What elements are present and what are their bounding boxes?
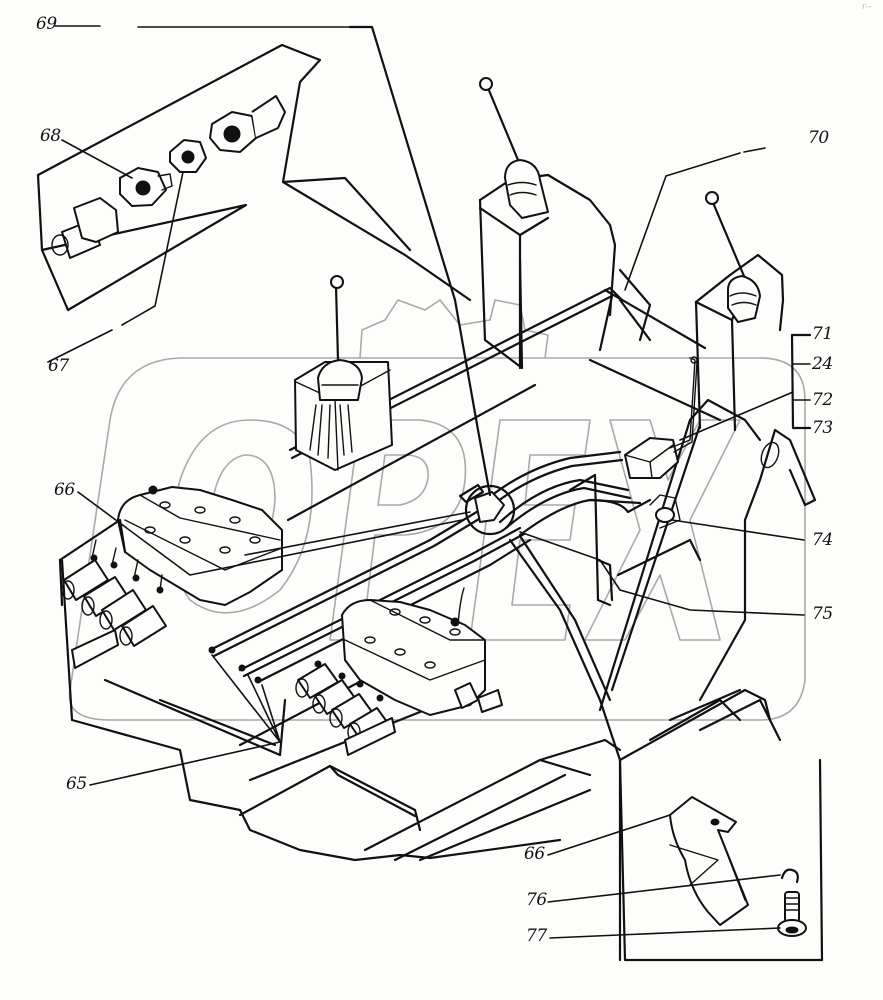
fitting-right-icon [209, 95, 286, 153]
nut-68-icon [119, 167, 173, 207]
callout-65[interactable]: 65 [66, 774, 87, 794]
watermark-letter-e [469, 419, 591, 641]
callout-77[interactable]: 77 [526, 926, 547, 946]
bolt-77-icon [777, 891, 807, 937]
leader-67 [47, 171, 184, 363]
corner-mark: r-- [862, 2, 872, 12]
leader-76 [547, 874, 781, 903]
leader-69-drop [476, 428, 492, 497]
callout-73[interactable]: 73 [812, 418, 833, 438]
callout-66-bracket[interactable]: 66 [524, 844, 545, 864]
watermark-letter-x [584, 419, 741, 641]
valve-block-lower [295, 587, 503, 756]
bracket-66-icon [669, 796, 749, 926]
cable-bundle [208, 450, 652, 684]
watermark-frame [68, 357, 806, 721]
leader-77 [549, 927, 781, 939]
leader-68 [61, 139, 133, 179]
callout-75[interactable]: 75 [812, 604, 833, 624]
inset-frame [36, 43, 472, 312]
nut-icon [655, 507, 675, 523]
joystick-left [294, 275, 393, 471]
leader-75 [519, 531, 805, 616]
valve-spools [61, 559, 167, 647]
fitting-inset [36, 43, 472, 312]
callout-68[interactable]: 68 [40, 126, 61, 146]
callout-76[interactable]: 76 [526, 890, 547, 910]
callout-71[interactable]: 71 [812, 324, 833, 344]
leader-65 [89, 654, 282, 786]
fitting-left-icon [51, 197, 119, 259]
watermark-letter-p [329, 419, 467, 641]
joystick-knob-icon [705, 191, 719, 205]
bracket-inset [618, 758, 824, 962]
joystick-right [694, 191, 785, 432]
joystick-knob-icon [330, 275, 344, 289]
watermark [68, 299, 806, 721]
leader-66a [77, 491, 463, 576]
valve-spools [295, 663, 391, 743]
callout-66-valve[interactable]: 66 [54, 480, 75, 500]
callout-72[interactable]: 72 [812, 390, 833, 410]
valve-ports [144, 501, 261, 554]
joystick-center [478, 77, 617, 370]
washer-67-icon [169, 139, 207, 173]
leader-69 [54, 25, 480, 432]
circlip-76-icon [780, 868, 799, 884]
callout-67[interactable]: 67 [48, 356, 69, 376]
inset-frame [618, 758, 824, 962]
switch-bracket [624, 356, 698, 479]
callout-70[interactable]: 70 [808, 128, 829, 148]
junction-clamp-icon [464, 484, 516, 536]
valve-block-upper [58, 485, 283, 669]
nut-74 [649, 494, 681, 529]
valve-ports [364, 608, 461, 669]
callout-74[interactable]: 74 [812, 530, 833, 550]
leader-74 [671, 519, 805, 541]
leader-66b [547, 814, 671, 856]
callout-69[interactable]: 69 [36, 14, 57, 34]
bracket-71-73 [790, 333, 812, 430]
leader-70 [624, 147, 766, 291]
callout-24[interactable]: 24 [812, 354, 833, 374]
joystick-knob-icon [479, 77, 493, 91]
